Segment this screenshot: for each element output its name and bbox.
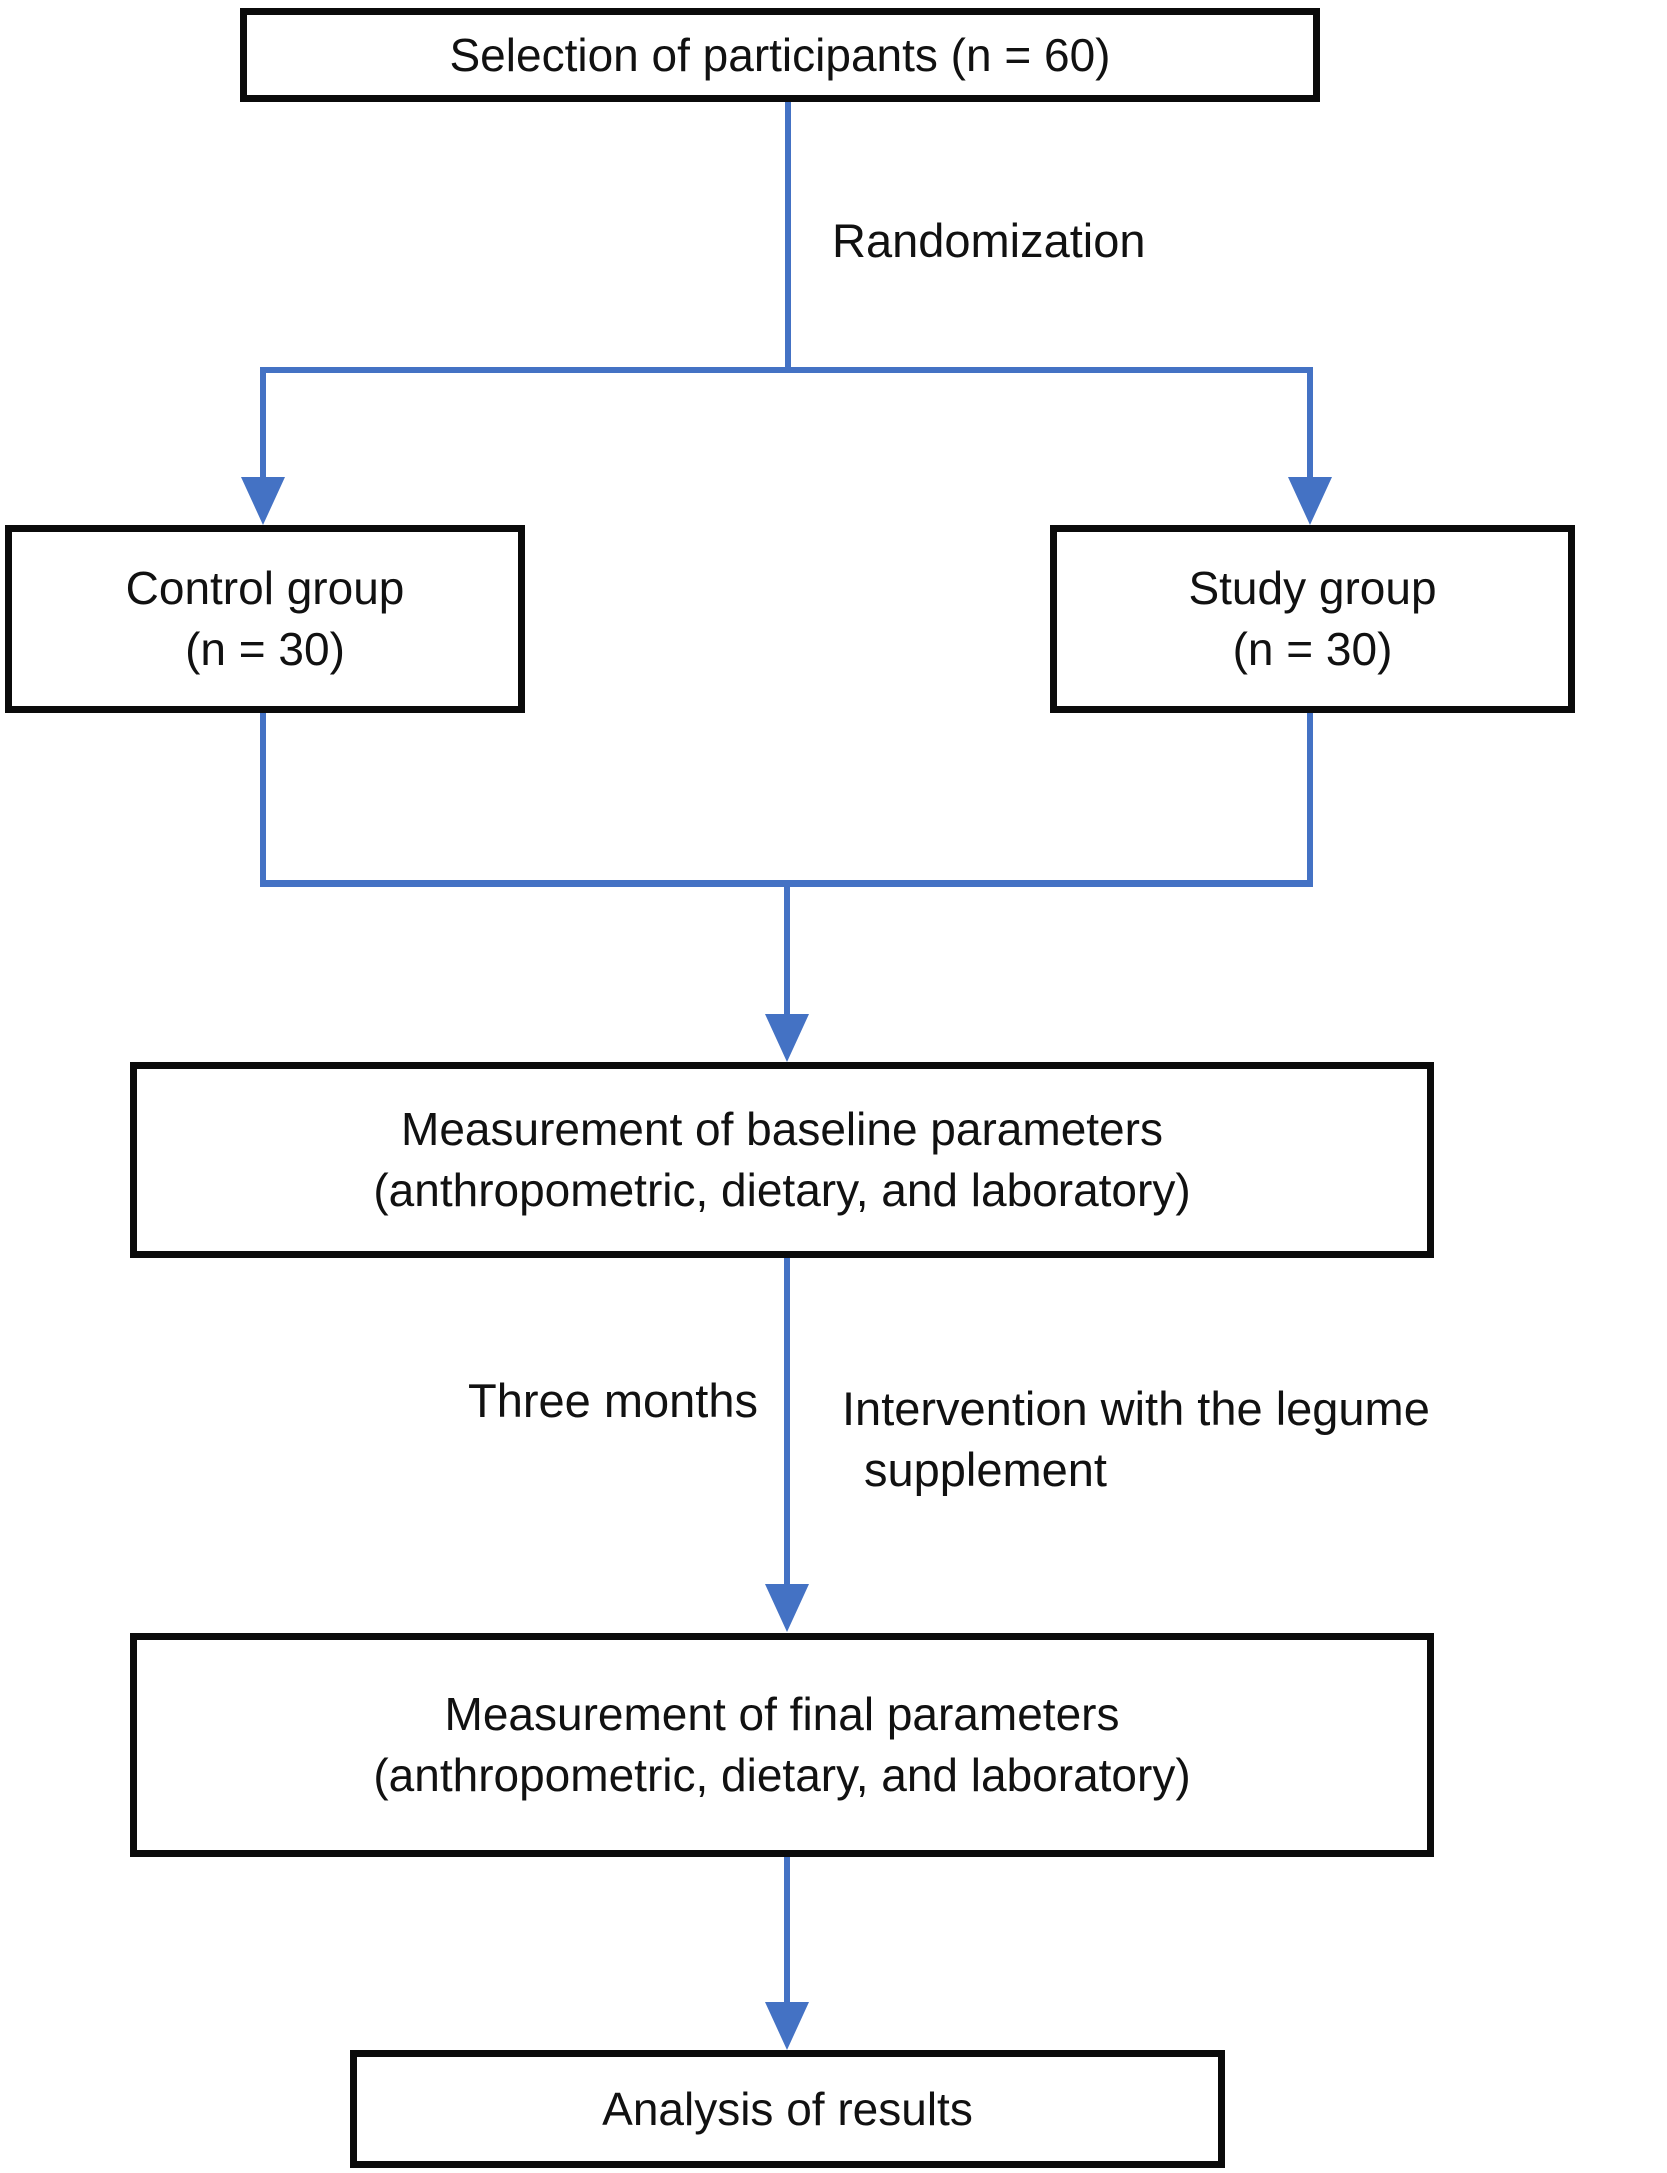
connector-study-to-merge: [1307, 713, 1313, 886]
baseline-measurement-line1: Measurement of baseline parameters: [401, 1103, 1163, 1156]
connector-final-to-analysis: [784, 1857, 790, 2007]
intervention-label-line1: Intervention with the legume: [842, 1382, 1430, 1435]
down-arrowhead-icon: [765, 2002, 809, 2050]
final-measurement-box: Measurement of final parameters (anthrop…: [130, 1633, 1434, 1857]
study-group-n: (n = 30): [1232, 623, 1393, 675]
connector-merge-to-baseline: [784, 885, 790, 1017]
final-measurement-line2: (anthropometric, dietary, and laboratory…: [373, 1749, 1191, 1801]
selection-box: Selection of participants (n = 60): [240, 8, 1320, 102]
selection-box-label: Selection of participants (n = 60): [449, 28, 1111, 81]
down-arrowhead-icon: [241, 477, 285, 525]
connector-selection-to-branch: [785, 102, 791, 373]
study-group-label: Study group: [1188, 562, 1437, 615]
final-measurement-line1: Measurement of final parameters: [444, 1688, 1120, 1741]
control-group-n: (n = 30): [185, 623, 345, 675]
intervention-label-line2: supplement: [864, 1443, 1107, 1497]
randomization-label: Randomization: [832, 214, 1146, 267]
merge-line: [260, 880, 1313, 887]
intervention-label: Intervention with the legume supplement: [842, 1378, 1430, 1500]
baseline-measurement-line2: (anthropometric, dietary, and laboratory…: [373, 1164, 1191, 1216]
analysis-box: Analysis of results: [350, 2050, 1225, 2168]
down-arrowhead-icon: [765, 1014, 809, 1062]
baseline-measurement-box: Measurement of baseline parameters (anth…: [130, 1062, 1434, 1258]
control-group-box: Control group (n = 30): [5, 525, 525, 713]
down-arrowhead-icon: [1288, 477, 1332, 525]
connector-branch-to-control: [260, 367, 266, 482]
control-group-label: Control group: [125, 562, 405, 615]
down-arrowhead-icon: [765, 1584, 809, 1632]
connector-branch-to-study: [1307, 367, 1313, 482]
connector-baseline-to-final: [784, 1258, 790, 1588]
branch-line: [260, 367, 1313, 373]
three-months-label: Three months: [468, 1374, 758, 1427]
connector-control-to-merge: [260, 713, 266, 886]
study-group-box: Study group (n = 30): [1050, 525, 1575, 713]
analysis-box-label: Analysis of results: [602, 2082, 973, 2135]
